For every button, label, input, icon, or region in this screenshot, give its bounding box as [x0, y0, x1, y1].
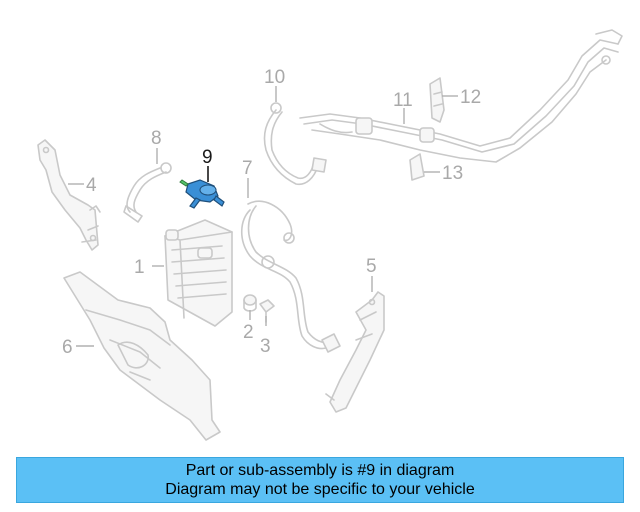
callout-7: 7 [242, 158, 253, 179]
callout-2: 2 [243, 322, 254, 343]
part-1-cooler [164, 219, 233, 327]
callout-5: 5 [366, 256, 377, 277]
part-12-clip [429, 77, 445, 123]
part-6-shield [63, 271, 221, 441]
callout-13: 13 [442, 163, 463, 184]
callout-1: 1 [134, 257, 145, 278]
part-8-hose [123, 162, 172, 223]
callout-11: 11 [393, 90, 413, 111]
callout-12: 12 [460, 87, 481, 108]
banner-line-part: Part or sub-assembly is #9 in diagram [185, 462, 455, 479]
part-13-clip [409, 153, 425, 181]
part-3-bolt [259, 299, 275, 323]
callout-3: 3 [260, 336, 271, 357]
part-9-valve [179, 179, 225, 209]
callout-9: 9 [202, 147, 213, 168]
part-11-pipe [299, 29, 623, 163]
info-banner: Part or sub-assembly is #9 in diagram Di… [16, 457, 624, 503]
callout-4: 4 [86, 175, 97, 196]
part-7-hose [240, 200, 341, 353]
part-2-bushing [243, 294, 257, 312]
part-10-hose [263, 102, 327, 186]
part-4-bracket [37, 139, 101, 251]
callout-10: 10 [264, 67, 285, 88]
callout-6: 6 [62, 337, 73, 358]
banner-line-disclaimer: Diagram may not be specific to your vehi… [165, 481, 475, 498]
part-5-bracket [325, 291, 385, 413]
callout-8: 8 [151, 128, 162, 149]
